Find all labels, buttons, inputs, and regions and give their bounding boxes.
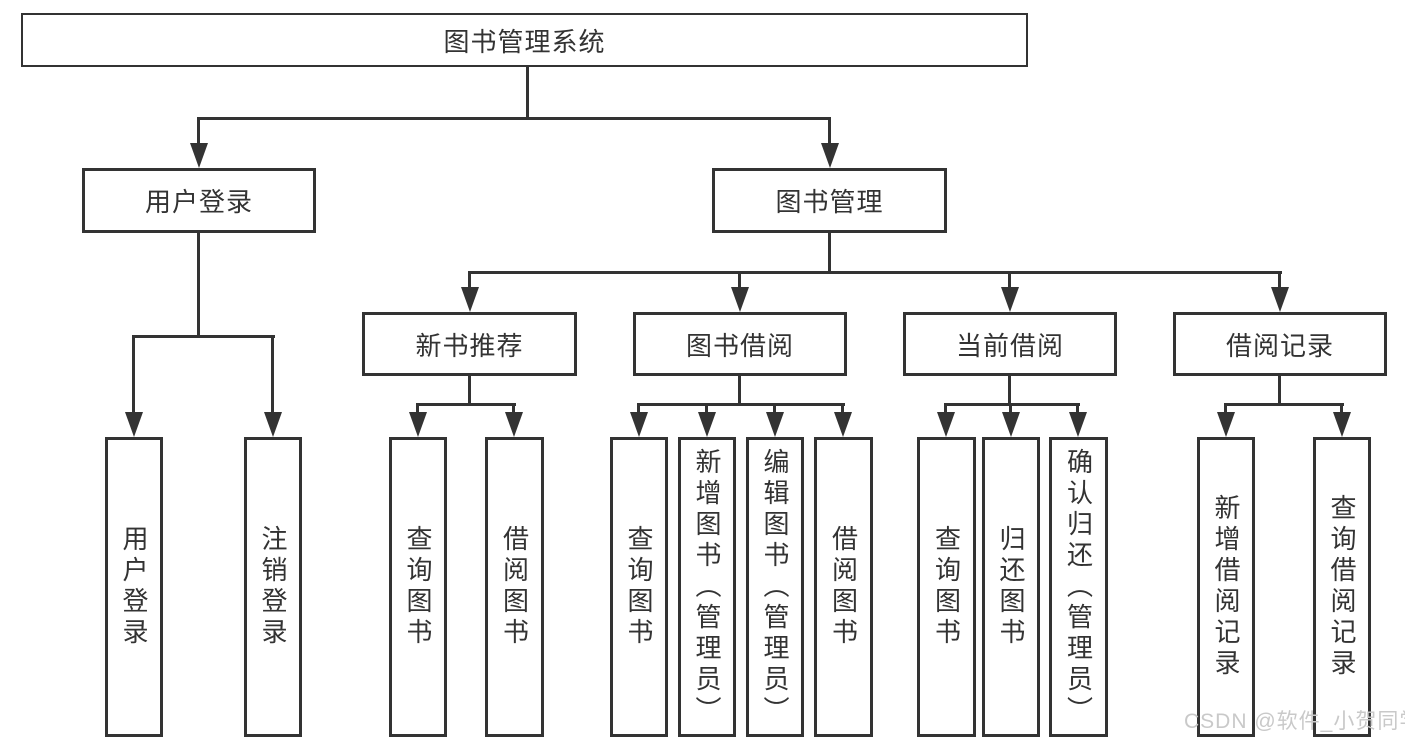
node-user-login: 用户登录	[82, 168, 316, 233]
connector-line	[1340, 403, 1343, 415]
connector-line	[1278, 376, 1281, 406]
connector-arrowhead	[409, 412, 427, 437]
connector-line	[773, 403, 776, 415]
connector-line	[841, 403, 844, 415]
node-logout: 注销登录	[244, 437, 302, 737]
node-label: 图书借阅	[685, 330, 794, 361]
connector-arrowhead	[190, 143, 208, 168]
node-label: 查询借阅记录	[1327, 494, 1357, 680]
connector-arrowhead	[698, 412, 716, 437]
node-book-borrowing: 图书借阅	[633, 312, 847, 376]
node-label: 注销登录	[258, 525, 288, 649]
csdn-watermark: CSDN @软件_小贺同学	[1184, 710, 1405, 733]
connector-arrowhead	[1069, 412, 1087, 437]
connector-arrowhead	[1217, 412, 1235, 437]
node-library-management-system: 图书管理系统	[21, 13, 1028, 67]
node-label: 用户登录	[144, 187, 253, 217]
node-label: 查询图书	[403, 525, 433, 649]
connector-line	[1225, 403, 1344, 406]
connector-arrowhead	[766, 412, 784, 437]
connector-arrowhead	[1271, 287, 1289, 312]
node-borrow-books: 借阅图书	[814, 437, 873, 737]
node-user-login-leaf: 用户登录	[105, 437, 163, 737]
node-label: 借阅记录	[1225, 330, 1334, 361]
connector-arrowhead	[1001, 287, 1019, 312]
node-label: 用户登录	[119, 525, 149, 649]
node-add-borrow-record: 新增借阅记录	[1197, 437, 1255, 737]
node-edit-books-admin: 编辑图书（管理员）	[746, 437, 804, 737]
node-confirm-return-admin: 确认归还（管理员）	[1049, 437, 1108, 737]
node-new-book-recommendation: 新书推荐	[362, 312, 577, 376]
connector-line	[271, 335, 274, 415]
node-query-books-recommend: 查询图书	[389, 437, 447, 737]
connector-arrowhead	[834, 412, 852, 437]
node-borrow-books-recommend: 借阅图书	[485, 437, 544, 737]
connector-line	[1008, 271, 1011, 291]
connector-arrowhead	[125, 412, 143, 437]
node-query-books-current: 查询图书	[917, 437, 976, 737]
connector-arrowhead	[264, 412, 282, 437]
connector-line	[197, 117, 200, 147]
connector-arrowhead	[630, 412, 648, 437]
node-return-books: 归还图书	[982, 437, 1040, 737]
node-label: 归还图书	[996, 525, 1026, 649]
connector-arrowhead	[821, 143, 839, 168]
connector-line	[1278, 271, 1281, 291]
connector-arrowhead	[461, 287, 479, 312]
connector-arrowhead	[505, 412, 523, 437]
node-query-books-borrowing: 查询图书	[610, 437, 668, 737]
connector-line	[638, 403, 845, 406]
connector-line	[132, 335, 135, 415]
connector-line	[197, 232, 200, 337]
connector-arrowhead	[937, 412, 955, 437]
node-label: 新书推荐	[415, 330, 524, 361]
connector-line	[705, 403, 708, 415]
node-label: 确认归还（管理员）	[1063, 447, 1094, 727]
connector-line	[468, 271, 471, 291]
connector-line	[1076, 403, 1079, 415]
node-label: 借阅图书	[499, 525, 530, 649]
node-label: 查询图书	[624, 525, 654, 649]
connector-line	[738, 271, 741, 291]
connector-line	[945, 403, 1080, 406]
node-label: 当前借阅	[955, 330, 1064, 361]
connector-line	[198, 117, 831, 120]
connector-arrowhead	[1002, 412, 1020, 437]
node-query-borrow-record: 查询借阅记录	[1313, 437, 1371, 737]
connector-line	[416, 403, 419, 415]
connector-line	[1008, 376, 1011, 406]
node-current-borrowing: 当前借阅	[903, 312, 1117, 376]
connector-line	[417, 403, 516, 406]
node-label: 新增图书（管理员）	[692, 447, 722, 727]
node-label: 图书管理	[775, 187, 884, 217]
node-book-management: 图书管理	[712, 168, 947, 233]
connector-line	[133, 335, 275, 338]
node-label: 编辑图书（管理员）	[760, 447, 790, 727]
connector-line	[526, 67, 529, 118]
connector-line	[828, 117, 831, 147]
node-label: 借阅图书	[828, 525, 859, 649]
connector-arrowhead	[1333, 412, 1351, 437]
node-label: 图书管理系统	[443, 26, 606, 57]
node-add-books-admin: 新增图书（管理员）	[678, 437, 736, 737]
connector-line	[1224, 403, 1227, 415]
connector-arrowhead	[731, 287, 749, 312]
connector-line	[512, 403, 515, 415]
connector-line	[469, 271, 1282, 274]
node-label: 查询图书	[931, 525, 962, 649]
connector-line	[828, 232, 831, 273]
connector-line	[738, 376, 741, 406]
node-borrowing-records: 借阅记录	[1173, 312, 1387, 376]
connector-line	[1009, 403, 1012, 415]
connector-line	[944, 403, 947, 415]
connector-line	[637, 403, 640, 415]
connector-line	[468, 376, 471, 406]
node-label: 新增借阅记录	[1211, 494, 1241, 680]
